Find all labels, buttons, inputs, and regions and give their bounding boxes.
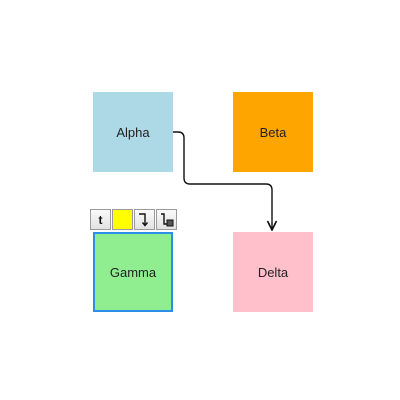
node-delta-label: Delta — [257, 264, 289, 280]
node-alpha-label: Alpha — [116, 124, 150, 140]
connector-elbow-icon — [139, 213, 149, 227]
node-delta[interactable]: Delta — [233, 232, 313, 312]
node-gamma-label: Gamma — [109, 264, 157, 280]
connector-style-icon — [161, 213, 174, 227]
node-gamma[interactable]: Gamma — [93, 232, 173, 312]
edit-text-button[interactable]: t — [90, 209, 111, 230]
node-beta[interactable]: Beta — [233, 92, 313, 172]
connector-style-button[interactable] — [156, 209, 177, 230]
node-beta-label: Beta — [259, 124, 287, 140]
fill-color-button[interactable] — [112, 209, 133, 230]
node-context-toolbar: t — [90, 209, 177, 230]
connector-elbow-button[interactable] — [134, 209, 155, 230]
node-alpha[interactable]: Alpha — [93, 92, 173, 172]
edit-text-label: t — [98, 212, 103, 227]
